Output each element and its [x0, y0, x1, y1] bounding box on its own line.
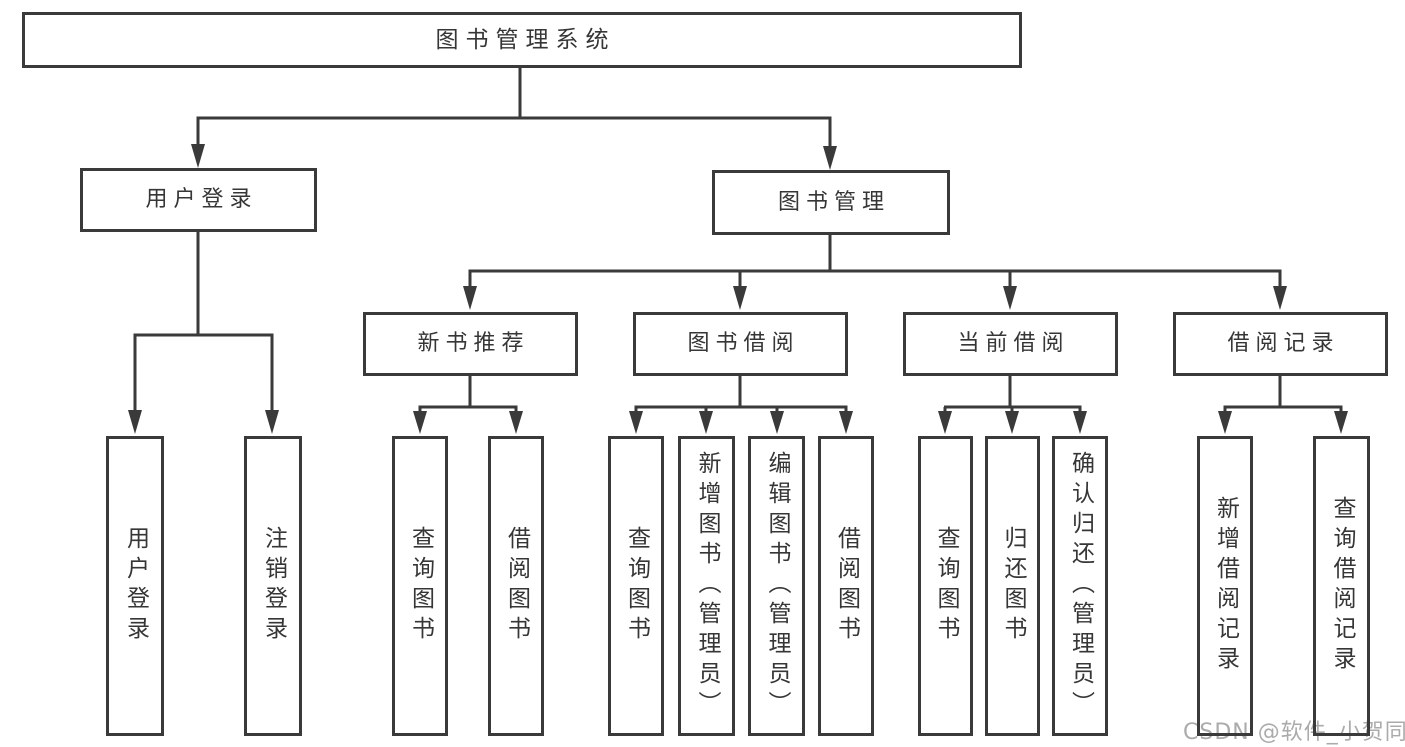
- leaf-edit-books-admin-label: 编辑图书（管理员）: [764, 451, 790, 721]
- leaf-confirm-return-admin-label: 确认归还（管理员）: [1067, 451, 1094, 721]
- node-library-system: 图书管理系统: [22, 12, 1022, 68]
- node-current-borrowing-label: 当前借阅: [957, 331, 1070, 356]
- leaf-borrow-books-label: 借阅图书: [833, 526, 860, 646]
- node-book-borrowing-label: 图书借阅: [687, 331, 800, 356]
- node-book-management: 图书管理: [712, 170, 950, 235]
- node-book-borrowing: 图书借阅: [633, 312, 848, 376]
- leaf-query-borrow-record: 查询借阅记录: [1313, 436, 1370, 736]
- node-borrowing-records: 借阅记录: [1173, 312, 1388, 376]
- leaf-return-books-label: 归还图书: [1000, 526, 1026, 646]
- leaf-add-borrow-record: 新增借阅记录: [1197, 436, 1253, 736]
- node-new-book-recommend-label: 新书推荐: [417, 331, 530, 356]
- leaf-borrow-books-recommend-label: 借阅图书: [503, 526, 530, 646]
- leaf-add-borrow-record-label: 新增借阅记录: [1212, 496, 1239, 676]
- leaf-query-books-recommend-label: 查询图书: [407, 526, 434, 646]
- leaf-query-books-borrowing: 查询图书: [608, 436, 664, 736]
- node-library-system-label: 图书管理系统: [435, 26, 616, 53]
- leaf-add-books-admin-label: 新增图书（管理员）: [694, 451, 720, 721]
- leaf-add-books-admin: 新增图书（管理员）: [678, 436, 735, 736]
- node-new-book-recommend: 新书推荐: [363, 312, 578, 376]
- leaf-query-books-borrowing-label: 查询图书: [623, 526, 650, 646]
- leaf-return-books: 归还图书: [985, 436, 1040, 736]
- node-book-management-label: 图书管理: [777, 189, 890, 215]
- leaf-edit-books-admin: 编辑图书（管理员）: [748, 436, 805, 736]
- leaf-logout: 注销登录: [244, 436, 302, 736]
- leaf-user-login-label: 用户登录: [122, 526, 149, 646]
- leaf-logout-label: 注销登录: [260, 526, 287, 646]
- leaf-confirm-return-admin: 确认归还（管理员）: [1052, 436, 1108, 736]
- csdn-watermark: CSDN @软件_小贺同学: [1183, 720, 1405, 745]
- leaf-query-books-current-label: 查询图书: [933, 526, 959, 646]
- leaf-query-books-current: 查询图书: [918, 436, 973, 736]
- leaf-query-borrow-record-label: 查询借阅记录: [1329, 496, 1355, 676]
- leaf-user-login: 用户登录: [106, 436, 164, 736]
- leaf-borrow-books: 借阅图书: [818, 436, 874, 736]
- leaf-query-books-recommend: 查询图书: [392, 436, 448, 736]
- node-user-login: 用户登录: [80, 168, 317, 232]
- leaf-borrow-books-recommend: 借阅图书: [488, 436, 544, 736]
- node-borrowing-records-label: 借阅记录: [1227, 331, 1340, 356]
- node-user-login-label: 用户登录: [145, 187, 258, 212]
- node-current-borrowing: 当前借阅: [903, 312, 1118, 376]
